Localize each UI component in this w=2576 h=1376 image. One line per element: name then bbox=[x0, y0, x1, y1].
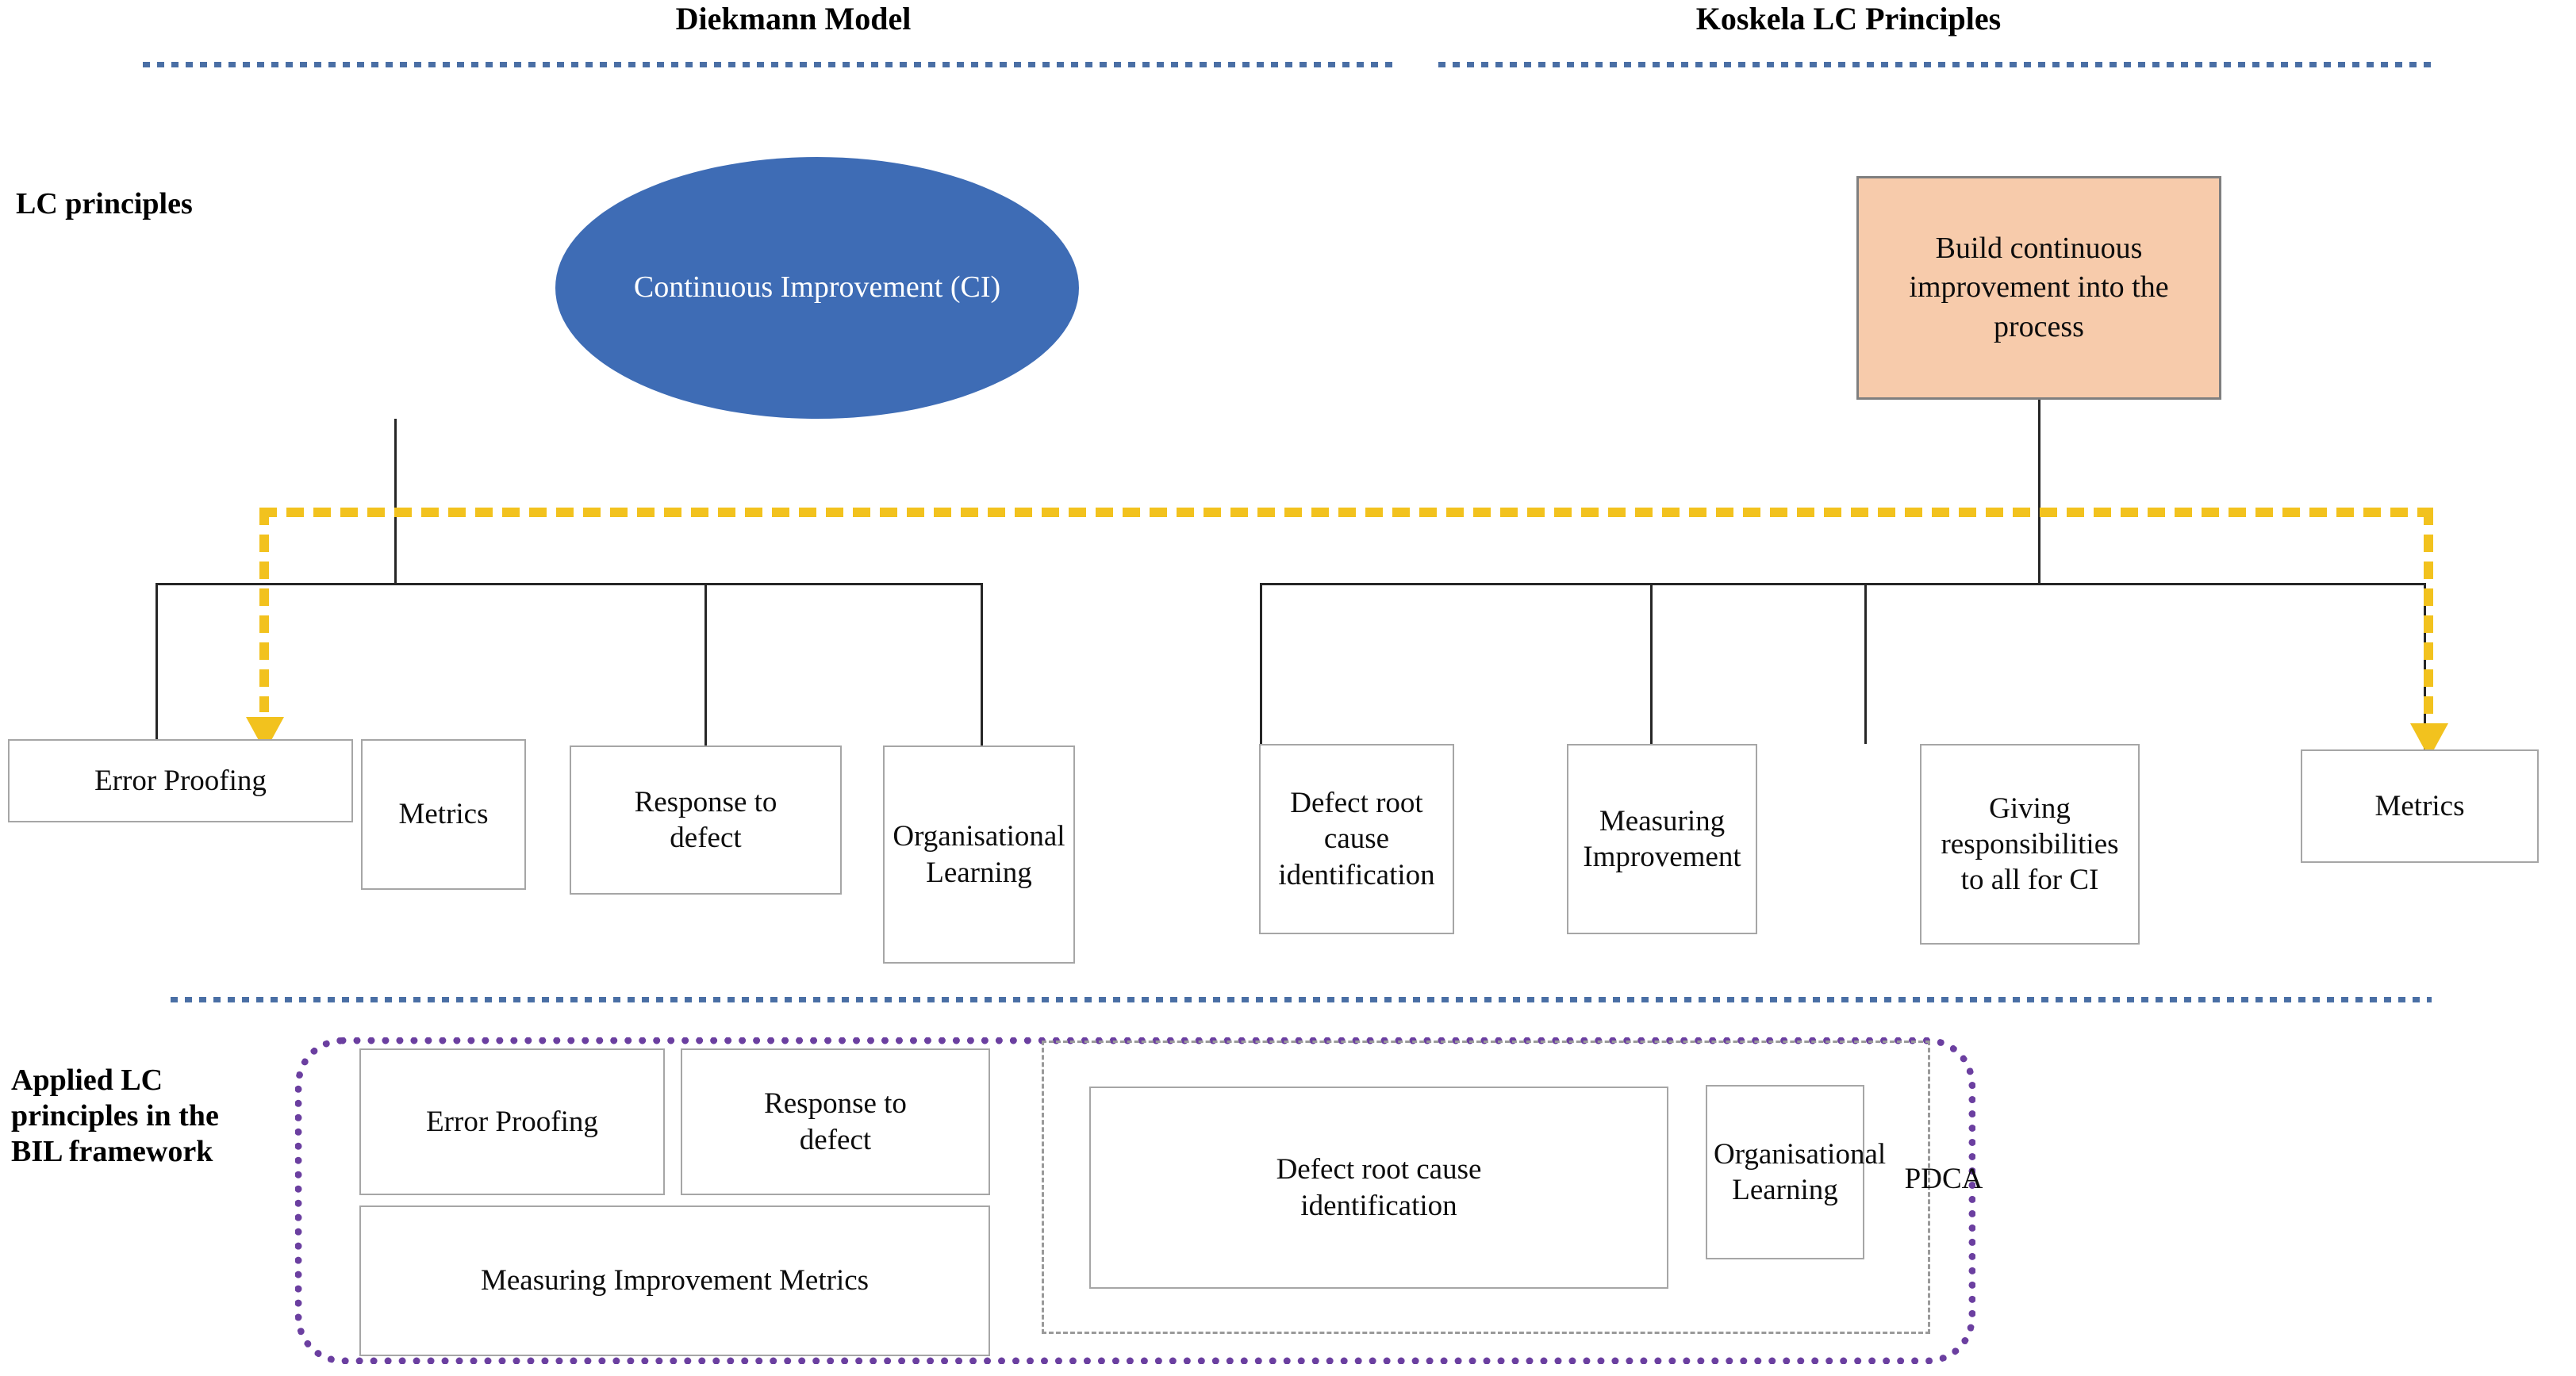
applied-node-organisational-learning: Organisational Learning bbox=[1706, 1085, 1887, 1259]
yellow-link-down-right bbox=[2424, 508, 2433, 720]
connector-bus-diekmann bbox=[155, 583, 983, 585]
node-defect-root-cause-label: Defect root cause identification bbox=[1278, 787, 1435, 891]
connector-drop-defect-root-cause bbox=[1260, 583, 1262, 744]
applied-node-defect-root-cause-label: Defect root cause identification bbox=[1276, 1153, 1482, 1222]
connector-drop-response-to-defect bbox=[704, 583, 707, 745]
connector-drop-giving-responsibilities bbox=[1864, 583, 1867, 744]
bil-subgroup-outline bbox=[1042, 1041, 1930, 1334]
node-organisational-learning-left: Organisational Learning bbox=[883, 745, 1075, 964]
column-title-koskela: Koskela LC Principles bbox=[1695, 1, 2002, 36]
node-giving-responsibilities-label: Giving responsibilities to all for CI bbox=[1941, 791, 2119, 897]
applied-node-measuring-improvement-metrics: Measuring Improvement Metrics bbox=[359, 1205, 990, 1356]
connector-bus-koskela bbox=[1260, 583, 2426, 585]
node-response-to-defect-label: Response to defect bbox=[634, 785, 777, 854]
applied-node-measuring-improvement-metrics-label: Measuring Improvement Metrics bbox=[480, 1264, 870, 1297]
top-divider-right bbox=[1438, 62, 2436, 67]
connector-drop-error-proofing bbox=[155, 583, 158, 742]
connector-drop-organisational-learning bbox=[981, 583, 983, 745]
node-metrics-right-label: Metrics bbox=[2374, 789, 2465, 822]
node-metrics-right: Metrics bbox=[2301, 749, 2539, 863]
node-defect-root-cause: Defect root cause identification bbox=[1259, 744, 1454, 934]
connector-stem-koskela bbox=[2038, 400, 2040, 584]
bottom-divider bbox=[171, 997, 2432, 1002]
applied-node-pdca: PDCA bbox=[1904, 1163, 1983, 1195]
node-response-to-defect: Response to defect bbox=[570, 745, 842, 895]
node-continuous-improvement: Continuous Improvement (CI) bbox=[555, 157, 1079, 419]
row-label-lc-principles: LC principles bbox=[16, 187, 193, 220]
yellow-arrowhead-left bbox=[246, 717, 284, 752]
top-divider-left bbox=[143, 62, 1392, 67]
applied-node-error-proofing: Error Proofing bbox=[359, 1048, 665, 1195]
node-build-continuous-improvement: Build continuous improvement into the pr… bbox=[1856, 176, 2221, 400]
applied-node-organisational-learning-label: Organisational Learning bbox=[1714, 1137, 1887, 1206]
yellow-link-horizontal bbox=[259, 508, 2428, 517]
row-label-applied-lc-principles: Applied LC principles in the BIL framewo… bbox=[11, 1064, 219, 1168]
node-error-proofing-label: Error Proofing bbox=[94, 764, 267, 797]
node-measuring-improvement-label: Measuring Improvement bbox=[1583, 804, 1741, 873]
node-error-proofing: Error Proofing bbox=[8, 739, 353, 822]
connector-drop-measuring-improvement bbox=[1650, 583, 1653, 744]
applied-node-response-to-defect-label: Response to defect bbox=[764, 1087, 907, 1156]
node-continuous-improvement-label: Continuous Improvement (CI) bbox=[633, 270, 1001, 305]
yellow-link-down-left bbox=[259, 508, 269, 712]
node-giving-responsibilities: Giving responsibilities to all for CI bbox=[1920, 744, 2140, 945]
applied-node-defect-root-cause: Defect root cause identification bbox=[1089, 1087, 1668, 1289]
applied-node-response-to-defect: Response to defect bbox=[681, 1048, 990, 1195]
connector-stem-diekmann bbox=[394, 419, 397, 585]
column-title-diekmann: Diekmann Model bbox=[675, 1, 912, 36]
node-organisational-learning-left-label: Organisational Learning bbox=[893, 820, 1065, 889]
node-measuring-improvement: Measuring Improvement bbox=[1567, 744, 1757, 934]
yellow-arrowhead-right bbox=[2410, 723, 2448, 758]
node-build-continuous-improvement-label: Build continuous improvement into the pr… bbox=[1909, 231, 2169, 343]
node-metrics-left: Metrics bbox=[361, 739, 526, 890]
applied-node-error-proofing-label: Error Proofing bbox=[426, 1105, 598, 1138]
node-metrics-left-label: Metrics bbox=[398, 798, 489, 831]
